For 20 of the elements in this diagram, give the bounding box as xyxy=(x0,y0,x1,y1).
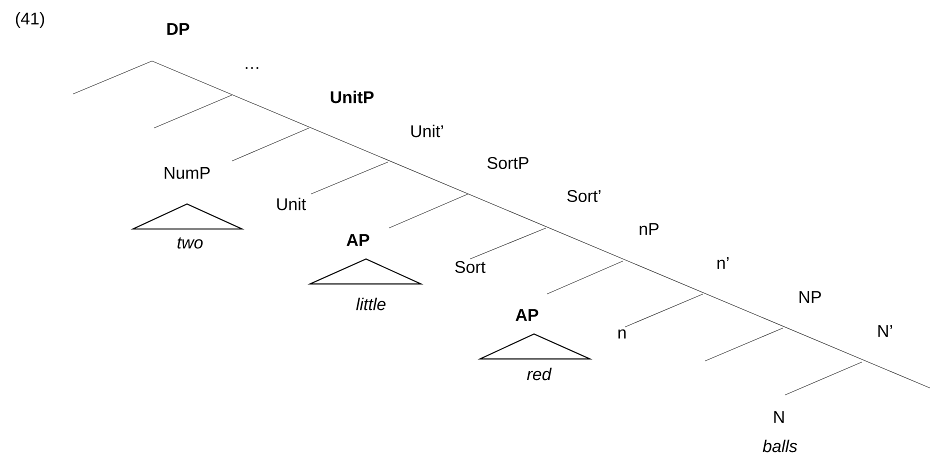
word-label: red xyxy=(527,368,552,380)
category-label: N xyxy=(774,411,784,423)
category-label: UnitP xyxy=(330,90,374,104)
category-label: Sort’ xyxy=(567,190,600,202)
category-label: DP xyxy=(167,23,190,35)
category-label: NP xyxy=(800,291,821,303)
category-label: … xyxy=(246,67,258,69)
number-label: (41) xyxy=(16,12,44,28)
word-label: two xyxy=(178,237,203,249)
word-label: little xyxy=(356,298,386,310)
category-label: nP xyxy=(640,223,658,235)
category-label: n xyxy=(618,329,626,339)
category-label: N’ xyxy=(878,325,892,337)
category-label: NumP xyxy=(164,167,210,179)
category-label: Unit xyxy=(277,198,306,210)
word-label: balls xyxy=(762,440,798,452)
category-label: Sort xyxy=(455,260,486,273)
category-label: Unit’ xyxy=(411,124,443,138)
category-label: SortP xyxy=(488,156,528,170)
category-label: n’ xyxy=(718,257,729,269)
